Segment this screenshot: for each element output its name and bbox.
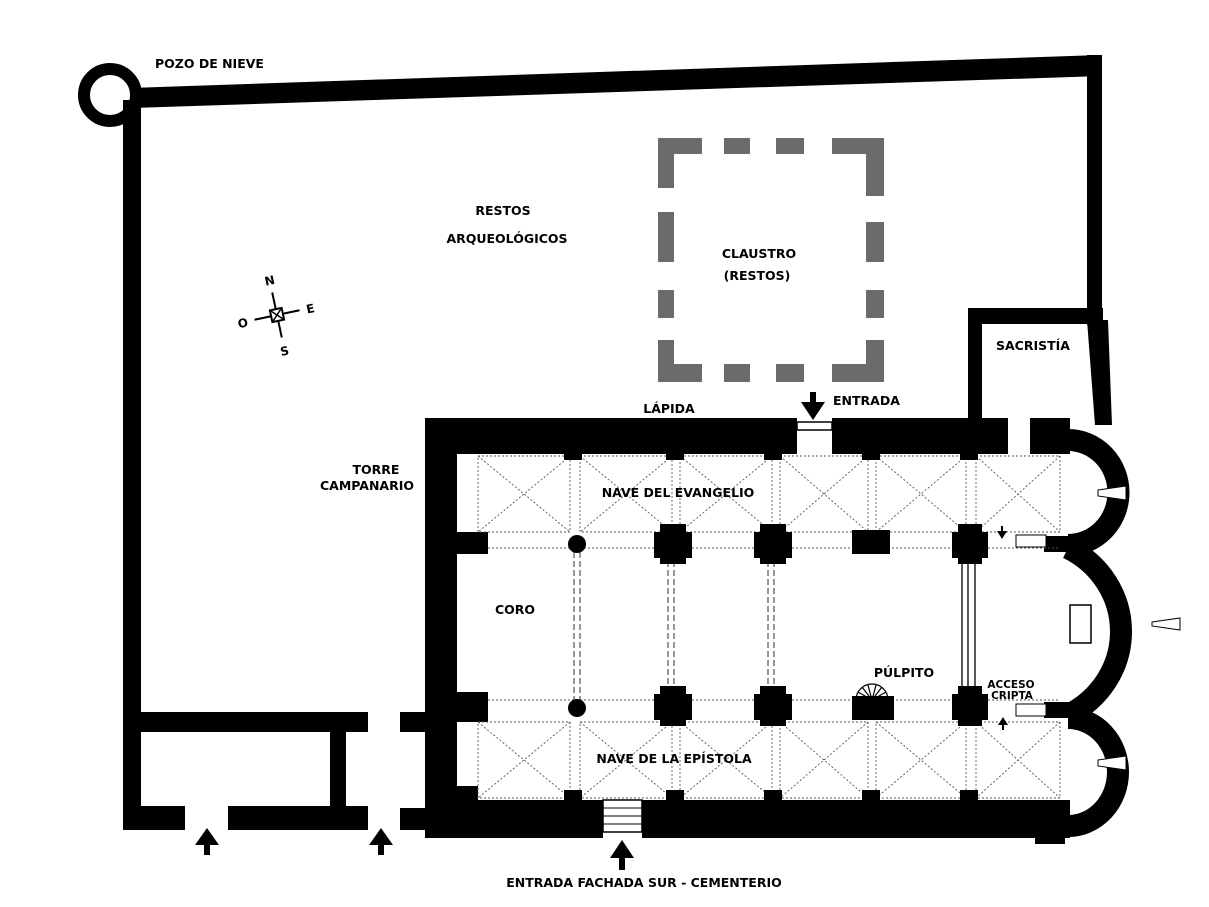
church-walls	[425, 418, 1070, 844]
spiral-stair-icon	[855, 683, 889, 701]
compass-east-label: E	[305, 301, 316, 316]
label-cripta: CRIPTA	[991, 690, 1034, 702]
entrance-arrow-icon	[195, 392, 1008, 870]
compass-north-label: N	[263, 273, 276, 289]
label-campanario: CAMPANARIO	[320, 478, 414, 493]
label-pozo-de-nieve: POZO DE NIEVE	[155, 56, 264, 71]
vault-lines	[477, 455, 1061, 799]
label-pulpito: PÚLPITO	[874, 665, 934, 680]
compass-rose-icon: N S E O	[237, 273, 316, 359]
label-coro: CORO	[495, 602, 535, 617]
bell-tower-walls	[123, 712, 427, 830]
label-sacristia: SACRISTÍA	[996, 338, 1070, 353]
label-nave-evangelio: NAVE DEL EVANGELIO	[602, 485, 755, 500]
cloister-remains	[658, 138, 884, 382]
snow-well	[78, 63, 142, 127]
label-arqueologicos: ARQUEOLÓGICOS	[446, 231, 567, 246]
label-nave-epistola: NAVE DE LA EPÍSTOLA	[596, 751, 752, 766]
apse-windows	[1097, 485, 1181, 771]
label-torre: TORRE	[353, 462, 400, 477]
altar	[1069, 604, 1092, 644]
sanctuary-screen	[961, 552, 976, 700]
label-entrada: ENTRADA	[833, 393, 900, 408]
enclosure-wall	[123, 55, 1112, 732]
label-acceso: ACCESO	[987, 679, 1034, 691]
wall-piers	[564, 448, 978, 802]
compass-south-label: S	[279, 343, 290, 358]
nave-arches	[573, 552, 775, 700]
label-claustro: CLAUSTRO	[722, 246, 796, 261]
compass-west-label: O	[237, 315, 250, 331]
columns	[568, 524, 988, 726]
label-entrada-fachada-sur: ENTRADA FACHADA SUR - CEMENTERIO	[506, 875, 782, 890]
label-claustro-restos: (RESTOS)	[724, 268, 791, 283]
label-restos: RESTOS	[475, 203, 530, 218]
label-lapida: LÁPIDA	[643, 401, 695, 416]
